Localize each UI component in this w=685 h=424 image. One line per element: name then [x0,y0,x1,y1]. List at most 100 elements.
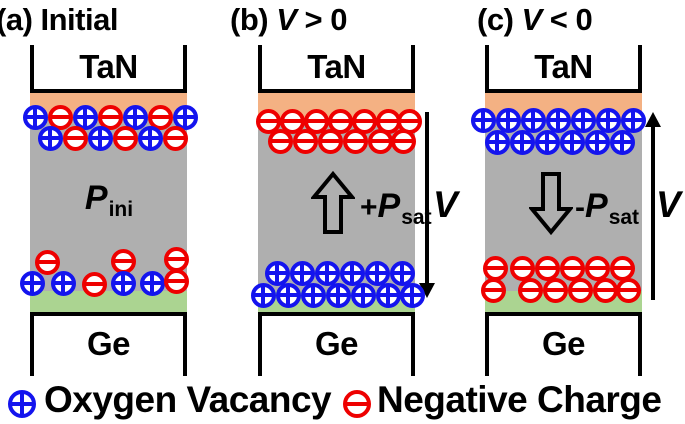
bottom-electrode-label: Ge [86,325,131,362]
oxygen-vacancy-icon [509,129,535,155]
oxygen-vacancy-icon [339,260,365,286]
panel-c-title: (c) V < 0 [477,2,593,38]
panel-a-title: (a) Initial [0,2,118,38]
oxygen-vacancy-icon [139,270,165,296]
top-electrode-label: TaN [534,48,593,85]
polarization-subscript: sat [401,206,432,229]
oxygen-vacancy-icon [325,282,351,308]
oxygen-vacancy-icon [300,282,326,308]
oxygen-vacancy-icon [534,129,560,155]
oxygen-vacancy-icon [19,270,45,296]
panel-c-title-v: V [521,2,543,37]
oxygen-vacancy-icon [87,125,113,151]
panel-c-negative-voltage: (c) V < 0 TaN -Psat V Ge [455,0,685,424]
oxygen-vacancy-label: Oxygen Vacancy [44,379,332,420]
bottom-electrode-bracket: Ge [485,312,642,376]
polarization-symbol: P [585,187,608,225]
negative-charge-icon [81,271,107,297]
polarization-down-arrow-icon [527,171,575,240]
oxygen-vacancy-icon [364,260,390,286]
negative-charge-icon [343,390,371,418]
panel-b-title-v: V [276,2,297,37]
oxygen-vacancy-icon [484,129,510,155]
voltage-arrow-line [651,126,655,300]
negative-charge-icon [390,128,416,154]
polarization-label: Pini [30,179,187,221]
negative-charge-icon [592,277,618,303]
panel-b-title-cond: > 0 [296,2,348,37]
oxygen-vacancy-icon [8,390,36,418]
bottom-electrode-label: Ge [314,325,359,362]
negative-charge-icon [163,268,189,294]
oxygen-vacancy-icon [110,270,136,296]
negative-charge-icon [534,255,560,281]
oxygen-vacancy-icon [559,129,585,155]
oxygen-vacancy-icon [275,282,301,308]
oxygen-vacancy-icon [137,125,163,151]
panel-b-title-text: (b) [230,2,277,37]
bottom-electrode-bracket: Ge [30,312,187,376]
oxygen-vacancy-icon [172,104,198,130]
negative-charge-icon [255,108,281,134]
negative-charge-icon [342,128,368,154]
oxygen-vacancy-icon [314,260,340,286]
oxygen-vacancy-icon [50,270,76,296]
polarization-symbol: P [84,179,108,217]
negative-charge-icon [615,277,641,303]
negative-charge-icon [480,277,506,303]
negative-charge-icon [110,248,136,274]
oxygen-vacancy-icon [389,260,415,286]
negative-charge-icon [542,277,568,303]
negative-charge-icon [609,255,635,281]
oxygen-vacancy-icon [264,260,290,286]
oxygen-vacancy-icon [495,107,521,133]
bottom-interface-layer [30,291,187,312]
panel-b-title: (b) V > 0 [230,2,347,38]
polarization-subscript: ini [108,198,134,221]
negative-charge-icon [292,128,318,154]
negative-charge-icon [62,125,88,151]
oxygen-vacancy-icon [22,104,48,130]
oxygen-vacancy-icon [350,282,376,308]
oxygen-vacancy-icon [37,125,63,151]
polarization-sign: - [575,191,585,224]
top-electrode-bracket: TaN [258,45,415,93]
oxygen-vacancy-icon [595,107,621,133]
polarization-label: -Psat [575,187,640,229]
oxygen-vacancy-icon [520,107,546,133]
negative-charge-icon [517,277,543,303]
polarization-subscript: sat [608,206,640,229]
negative-charge-icon [367,128,393,154]
negative-charge-icon [482,255,508,281]
polarization-symbol: P [377,187,401,225]
negative-charge-icon [509,255,535,281]
charge-circles-layer [455,0,685,424]
voltage-arrow-up-head [645,112,661,127]
voltage-label: V [433,184,458,225]
oxygen-vacancy-icon [620,107,646,133]
voltage-label: V [656,184,681,225]
negative-charge-icon [34,249,60,275]
oxygen-vacancy-icon [609,129,635,155]
negative-charge-icon [162,125,188,151]
oxygen-vacancy-icon [399,282,425,308]
charge-circles-layer [0,0,228,424]
panel-a-title-text: (a) Initial [0,2,118,37]
panel-b-positive-voltage: (b) V > 0 TaN +Psat V Ge [228,0,458,424]
negative-charge-icon [567,277,593,303]
negative-charge-icon [112,125,138,151]
top-electrode-label: TaN [307,48,366,85]
panel-a-initial: (a) Initial TaN Pini Ge [0,0,228,424]
negative-charge-icon [163,246,189,272]
polarization-sign: + [360,191,378,224]
negative-charge-icon [317,128,343,154]
voltage-arrow-line [425,112,429,284]
negative-charge-label: Negative Charge [377,379,662,420]
panel-c-title-text: (c) [477,2,522,37]
polarization-up-arrow-icon [309,170,357,240]
negative-charge-icon [584,255,610,281]
bottom-electrode-label: Ge [541,325,586,362]
panel-c-title-cond: < 0 [541,2,593,37]
negative-charge-icon [267,128,293,154]
